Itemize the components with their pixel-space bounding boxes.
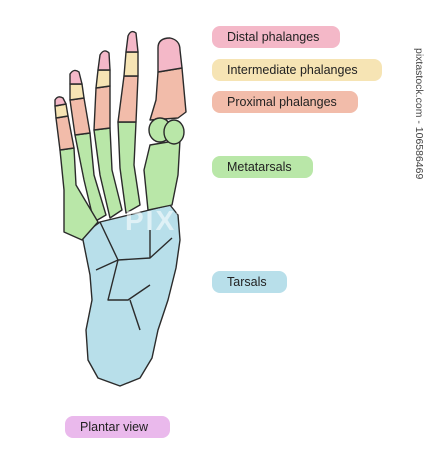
intermediate-phalanx-4 [69, 83, 85, 101]
proximal-phalanx-4 [69, 97, 91, 136]
metatarsal-2 [117, 121, 141, 214]
watermark: PIXTA [125, 205, 216, 236]
sesamoid-bone-2 [163, 119, 185, 145]
distal-phalanx-2 [125, 30, 139, 53]
proximal-phalanx-1 [149, 67, 187, 121]
tarsal-seam-1 [99, 221, 173, 261]
distal-phalanx-5 [54, 96, 67, 107]
tarsal-bones [81, 204, 181, 387]
intermediate-phalanx-2 [123, 51, 139, 77]
tarsal-seam-2 [107, 259, 151, 301]
distal-phalanx-1 [157, 37, 183, 73]
label-proximal-phalanges: Proximal phalanges [212, 91, 358, 113]
metatarsal-5 [59, 147, 99, 241]
distal-phalanx-3 [97, 50, 111, 71]
proximal-phalanx-5 [55, 115, 75, 151]
tarsal-seam-4 [129, 299, 141, 331]
label-metatarsals: Metatarsals [212, 156, 313, 178]
label-intermediate-phalanges: Intermediate phalanges [212, 59, 382, 81]
metatarsal-1 [143, 139, 181, 211]
label-tarsals: Tarsals [212, 271, 287, 293]
label-distal-phalanges: Distal phalanges [212, 26, 340, 48]
proximal-phalanx-3 [93, 85, 111, 131]
proximal-phalanx-2 [117, 75, 139, 123]
label-plantar-view: Plantar view [65, 416, 170, 438]
distal-phalanx-4 [69, 69, 83, 85]
tarsal-seam-3 [95, 259, 119, 271]
intermediate-phalanx-3 [95, 69, 111, 89]
stock-id: pixtastock.com - 106586469 [413, 48, 425, 180]
